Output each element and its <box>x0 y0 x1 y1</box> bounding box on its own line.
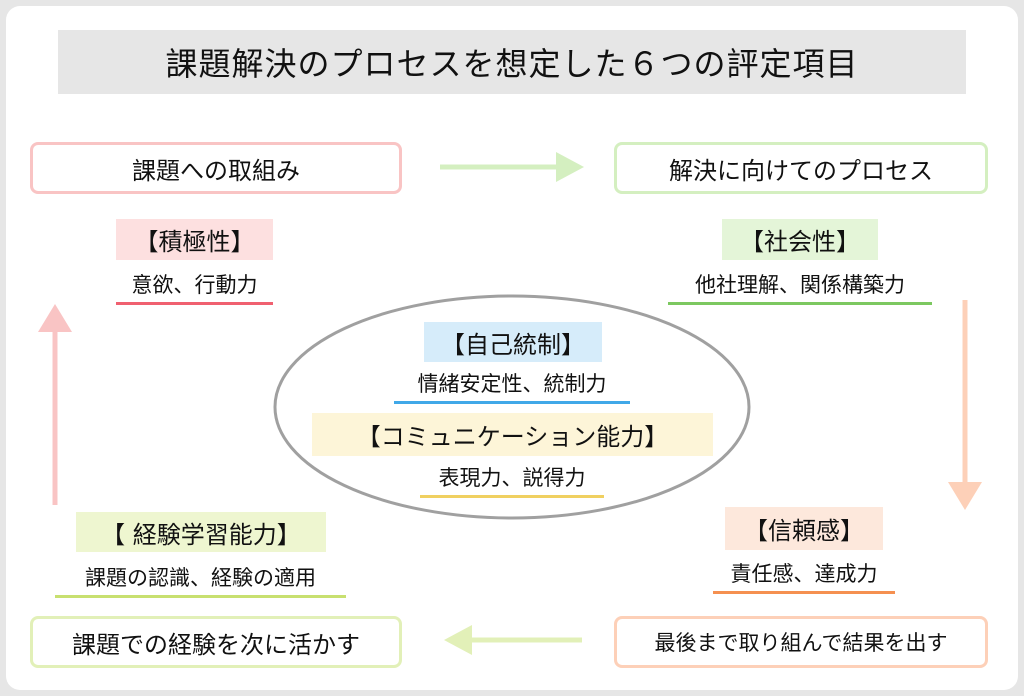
communication-label: 【コミュニケーション能力】 <box>312 413 713 456</box>
self-control-label: 【自己統制】 <box>424 322 602 362</box>
arrow-left <box>444 625 582 655</box>
diagram-title: 課題解決のプロセスを想定した６つの評定項目 <box>58 30 966 94</box>
sociality-desc: 他社理解、関係構築力 <box>668 269 932 305</box>
step-top-left: 課題への取組み <box>30 142 402 194</box>
step-bottom-right: 最後まで取り組んで結果を出す <box>614 616 988 668</box>
arrow-up <box>38 304 72 505</box>
communication-desc: 表現力、説得力 <box>420 462 604 498</box>
arrow-down <box>948 300 982 510</box>
learning-label: 【 経験学習能力】 <box>76 512 326 552</box>
arrow-right <box>440 152 584 182</box>
center-ellipse <box>273 294 751 520</box>
proactivity-desc: 意欲、行動力 <box>116 269 273 305</box>
reliability-label: 【信頼感】 <box>725 507 883 550</box>
proactivity-label: 【積極性】 <box>116 219 273 260</box>
step-bottom-left: 課題での経験を次に活かす <box>30 616 402 668</box>
reliability-desc: 責任感、達成力 <box>713 558 895 594</box>
self-control-desc: 情緒安定性、統制力 <box>394 368 630 404</box>
sociality-label: 【社会性】 <box>722 219 878 260</box>
step-top-right: 解決に向けてのプロセス <box>614 142 988 194</box>
learning-desc: 課題の認識、経験の適用 <box>55 562 346 598</box>
